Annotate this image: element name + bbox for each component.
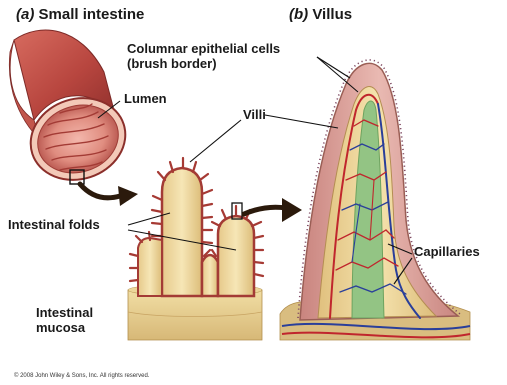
arrow-to-villus (244, 198, 302, 222)
copyright-notice: © 2008 John Wiley & Sons, Inc. All right… (14, 373, 149, 380)
columnar-line-2: (brush border) (127, 57, 280, 72)
mucosa-line-2: mucosa (36, 321, 93, 336)
villus-cross-section (280, 60, 470, 340)
label-intestinal-mucosa: Intestinal mucosa (36, 306, 93, 336)
small-intestine-tube (9, 30, 136, 192)
panel-a-letter: (a) (16, 6, 34, 23)
panel-b-title: (b) Villus (289, 6, 352, 23)
intestinal-folds (128, 158, 263, 340)
label-columnar-epithelial-cells: Columnar epithelial cells (brush border) (127, 42, 280, 72)
label-lumen: Lumen (124, 92, 167, 107)
arrow-to-folds (80, 184, 138, 206)
label-villi: Villi (243, 108, 266, 123)
label-intestinal-folds: Intestinal folds (8, 218, 100, 233)
panel-a-title: (a) Small intestine (16, 6, 144, 23)
panel-b-letter: (b) (289, 6, 308, 23)
panel-a-title-text: Small intestine (39, 6, 145, 23)
mucosa-line-1: Intestinal (36, 306, 93, 321)
label-capillaries: Capillaries (414, 245, 480, 260)
panel-b-title-text: Villus (312, 6, 352, 23)
columnar-line-1: Columnar epithelial cells (127, 42, 280, 57)
